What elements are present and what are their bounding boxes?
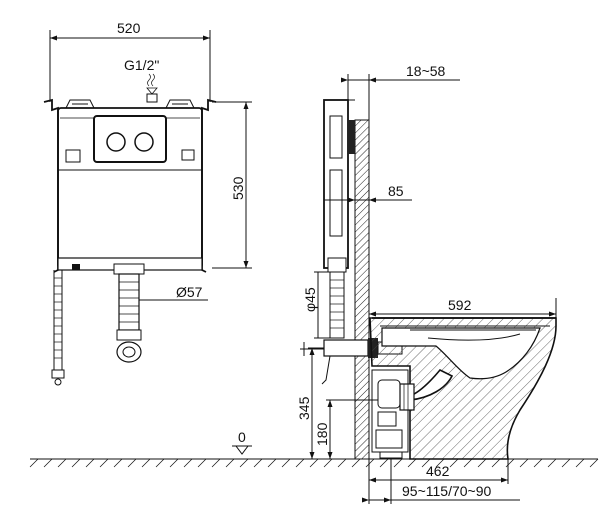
- frame-18-58-label: 18~58: [406, 63, 446, 79]
- height-345-label: 345: [296, 396, 312, 420]
- inlet-label: G1/2": [124, 57, 159, 73]
- height-180-label: 180: [314, 422, 330, 446]
- bowl-592-label: 592: [448, 297, 472, 313]
- drain-57-label: Ø57: [176, 284, 203, 300]
- height-530-label: 530: [230, 176, 246, 200]
- front-view-cistern: 520 G1/2": [43, 20, 252, 386]
- depth-85-label: 85: [388, 183, 404, 199]
- proj-462-label: 462: [426, 463, 450, 479]
- pipe-45-label: φ45: [302, 287, 318, 312]
- floor: [29, 458, 599, 468]
- width-520-label: 520: [117, 20, 141, 36]
- floor-zero-label: 0: [238, 429, 246, 445]
- range-bottom-label: 95~115/70~90: [402, 483, 491, 499]
- floor-level-marker: 0: [232, 429, 252, 455]
- side-view-installation: 18~58 85 φ45: [296, 63, 557, 504]
